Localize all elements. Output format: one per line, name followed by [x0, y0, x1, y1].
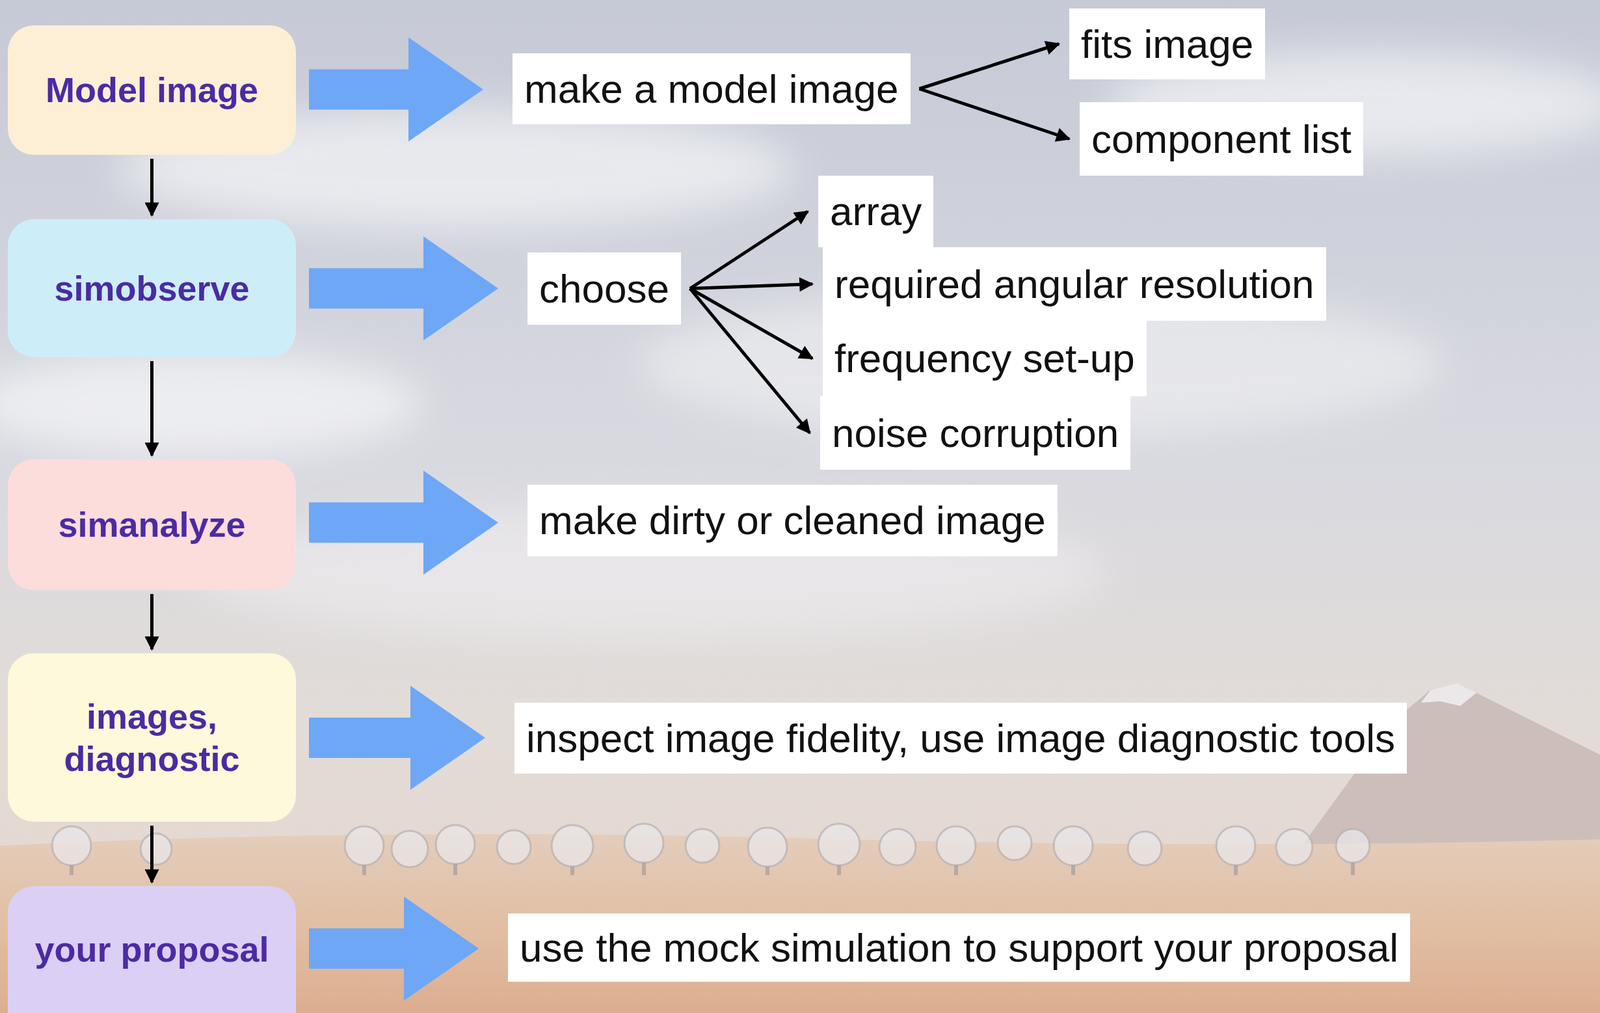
- branch-arrow: [690, 288, 810, 434]
- text-box: component list: [1079, 102, 1364, 176]
- branch-arrow: [690, 211, 808, 289]
- branch-arrow: [919, 44, 1060, 90]
- step-box: simanalyze: [7, 459, 296, 590]
- step-label: your proposal: [34, 928, 269, 971]
- step-label: simanalyze: [57, 503, 246, 546]
- flow-arrow: [150, 593, 154, 650]
- box-text: inspect image fidelity, use image diagno…: [526, 714, 1396, 761]
- box-text: make a model image: [524, 65, 899, 112]
- box-text: frequency set-up: [834, 334, 1135, 382]
- block-arrow: [308, 685, 486, 790]
- block-arrow: [308, 896, 479, 1001]
- box-text: choose: [539, 265, 670, 312]
- text-box: fits image: [1069, 8, 1266, 80]
- text-box: noise corruption: [820, 396, 1131, 470]
- step-label: Model image: [45, 68, 259, 112]
- flow-arrow: [150, 825, 154, 882]
- block-arrow: [308, 37, 484, 142]
- text-box: frequency set-up: [822, 320, 1147, 397]
- branch-arrow: [690, 288, 813, 360]
- box-text: fits image: [1080, 20, 1254, 67]
- text-box: inspect image fidelity, use image diagno…: [514, 702, 1407, 774]
- block-arrow: [308, 470, 499, 575]
- antenna-stands: [71, 862, 1353, 875]
- box-text: array: [829, 187, 922, 235]
- text-box: array: [818, 175, 934, 248]
- box-text: make dirty or cleaned image: [539, 496, 1046, 544]
- box-text: component list: [1091, 115, 1352, 162]
- step-box: your proposal: [7, 885, 296, 1013]
- step-box: Model image: [7, 25, 296, 155]
- block-arrow: [308, 236, 499, 341]
- snow-cap: [1421, 682, 1477, 706]
- branch-arrow: [690, 284, 813, 289]
- text-box: required angular resolution: [822, 247, 1327, 321]
- flow-arrow: [150, 158, 154, 216]
- text-box: make a model image: [512, 53, 911, 125]
- text-box: make dirty or cleaned image: [527, 484, 1058, 557]
- box-text: required angular resolution: [834, 260, 1315, 307]
- text-box: choose: [527, 252, 681, 325]
- step-label: images, diagnostic: [16, 695, 287, 780]
- box-text: noise corruption: [831, 409, 1119, 456]
- text-box: use the mock simulation to support your …: [507, 913, 1411, 982]
- step-label: simobserve: [53, 267, 250, 310]
- step-box: simobserve: [7, 219, 296, 358]
- box-text: use the mock simulation to support your …: [519, 924, 1399, 971]
- flow-arrow: [150, 360, 154, 456]
- step-box: images, diagnostic: [7, 653, 296, 822]
- antenna-dishes: [52, 823, 1370, 867]
- branch-arrow: [919, 89, 1070, 140]
